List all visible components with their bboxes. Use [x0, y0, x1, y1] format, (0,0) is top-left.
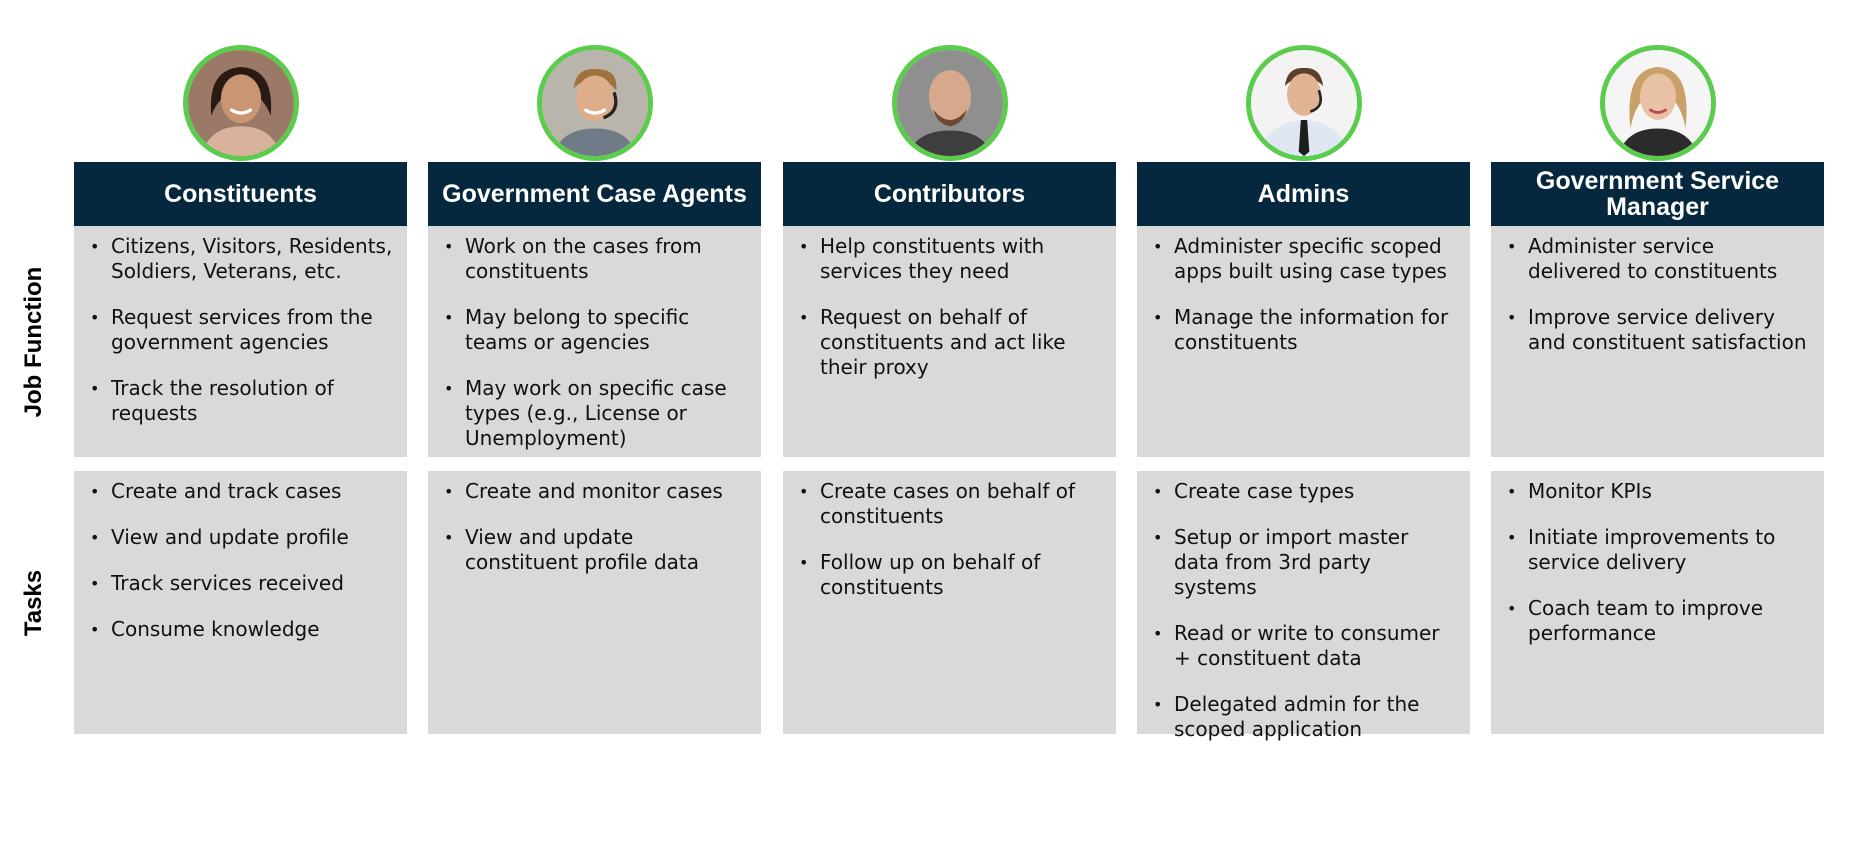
task-item: Create cases on behalf of constituents: [797, 479, 1102, 529]
job-function-box: Administer specific scoped apps built us…: [1137, 226, 1470, 457]
task-item: Consume knowledge: [88, 617, 393, 642]
persona-title: Government Case Agents: [428, 162, 761, 226]
tasks-box: Create and monitor cases View and update…: [428, 471, 761, 734]
tasks-box: Create case types Setup or import master…: [1137, 471, 1470, 741]
man-tie-headset-portrait-icon: [1245, 45, 1362, 161]
bald-man-portrait-icon: [891, 45, 1008, 161]
tasks-box: Monitor KPIs Initiate improvements to se…: [1491, 471, 1824, 734]
task-item: Setup or import master data from 3rd par…: [1151, 525, 1456, 600]
job-function-label: Job Function: [20, 266, 47, 418]
task-item: Create and track cases: [88, 479, 393, 504]
job-function-item: Work on the cases from constituents: [442, 234, 747, 284]
task-item: Track services received: [88, 571, 393, 596]
task-item: View and update constituent profile data: [442, 525, 747, 575]
task-item: Read or write to consumer + constituent …: [1151, 621, 1456, 671]
job-function-item: May work on specific case types (e.g., L…: [442, 376, 747, 451]
job-function-item: Administer service delivered to constitu…: [1505, 234, 1810, 284]
persona-title: Government Service Manager: [1491, 162, 1824, 226]
job-function-box: Citizens, Visitors, Residents, Soldiers,…: [74, 226, 407, 457]
persona-title: Admins: [1137, 162, 1470, 226]
job-function-item: Improve service delivery and constituent…: [1505, 305, 1810, 355]
job-function-box: Administer service delivered to constitu…: [1491, 226, 1824, 457]
task-item: Monitor KPIs: [1505, 479, 1810, 504]
task-item: View and update profile: [88, 525, 393, 550]
job-function-item: Request on behalf of constituents and ac…: [797, 305, 1102, 380]
task-item: Coach team to improve performance: [1505, 596, 1810, 646]
job-function-item: Manage the information for constituents: [1151, 305, 1456, 355]
man-headset-portrait-icon: [536, 45, 653, 161]
job-function-box: Work on the cases from constituents May …: [428, 226, 761, 457]
tasks-label: Tasks: [20, 569, 47, 637]
tasks-box: Create cases on behalf of constituents F…: [783, 471, 1116, 734]
job-function-item: Track the resolution of requests: [88, 376, 393, 426]
tasks-box: Create and track cases View and update p…: [74, 471, 407, 734]
task-item: Delegated admin for the scoped applicati…: [1151, 692, 1456, 742]
job-function-box: Help constituents with services they nee…: [783, 226, 1116, 457]
task-item: Create and monitor cases: [442, 479, 747, 504]
job-function-item: Request services from the government age…: [88, 305, 393, 355]
job-function-item: Help constituents with services they nee…: [797, 234, 1102, 284]
task-item: Initiate improvements to service deliver…: [1505, 525, 1810, 575]
job-function-item: Administer specific scoped apps built us…: [1151, 234, 1456, 284]
persona-title: Contributors: [783, 162, 1116, 226]
woman-portrait-icon: [182, 45, 299, 161]
persona-title: Constituents: [74, 162, 407, 226]
task-item: Create case types: [1151, 479, 1456, 504]
woman-blonde-portrait-icon: [1599, 45, 1716, 161]
job-function-item: May belong to specific teams or agencies: [442, 305, 747, 355]
job-function-item: Citizens, Visitors, Residents, Soldiers,…: [88, 234, 393, 284]
task-item: Follow up on behalf of constituents: [797, 550, 1102, 600]
